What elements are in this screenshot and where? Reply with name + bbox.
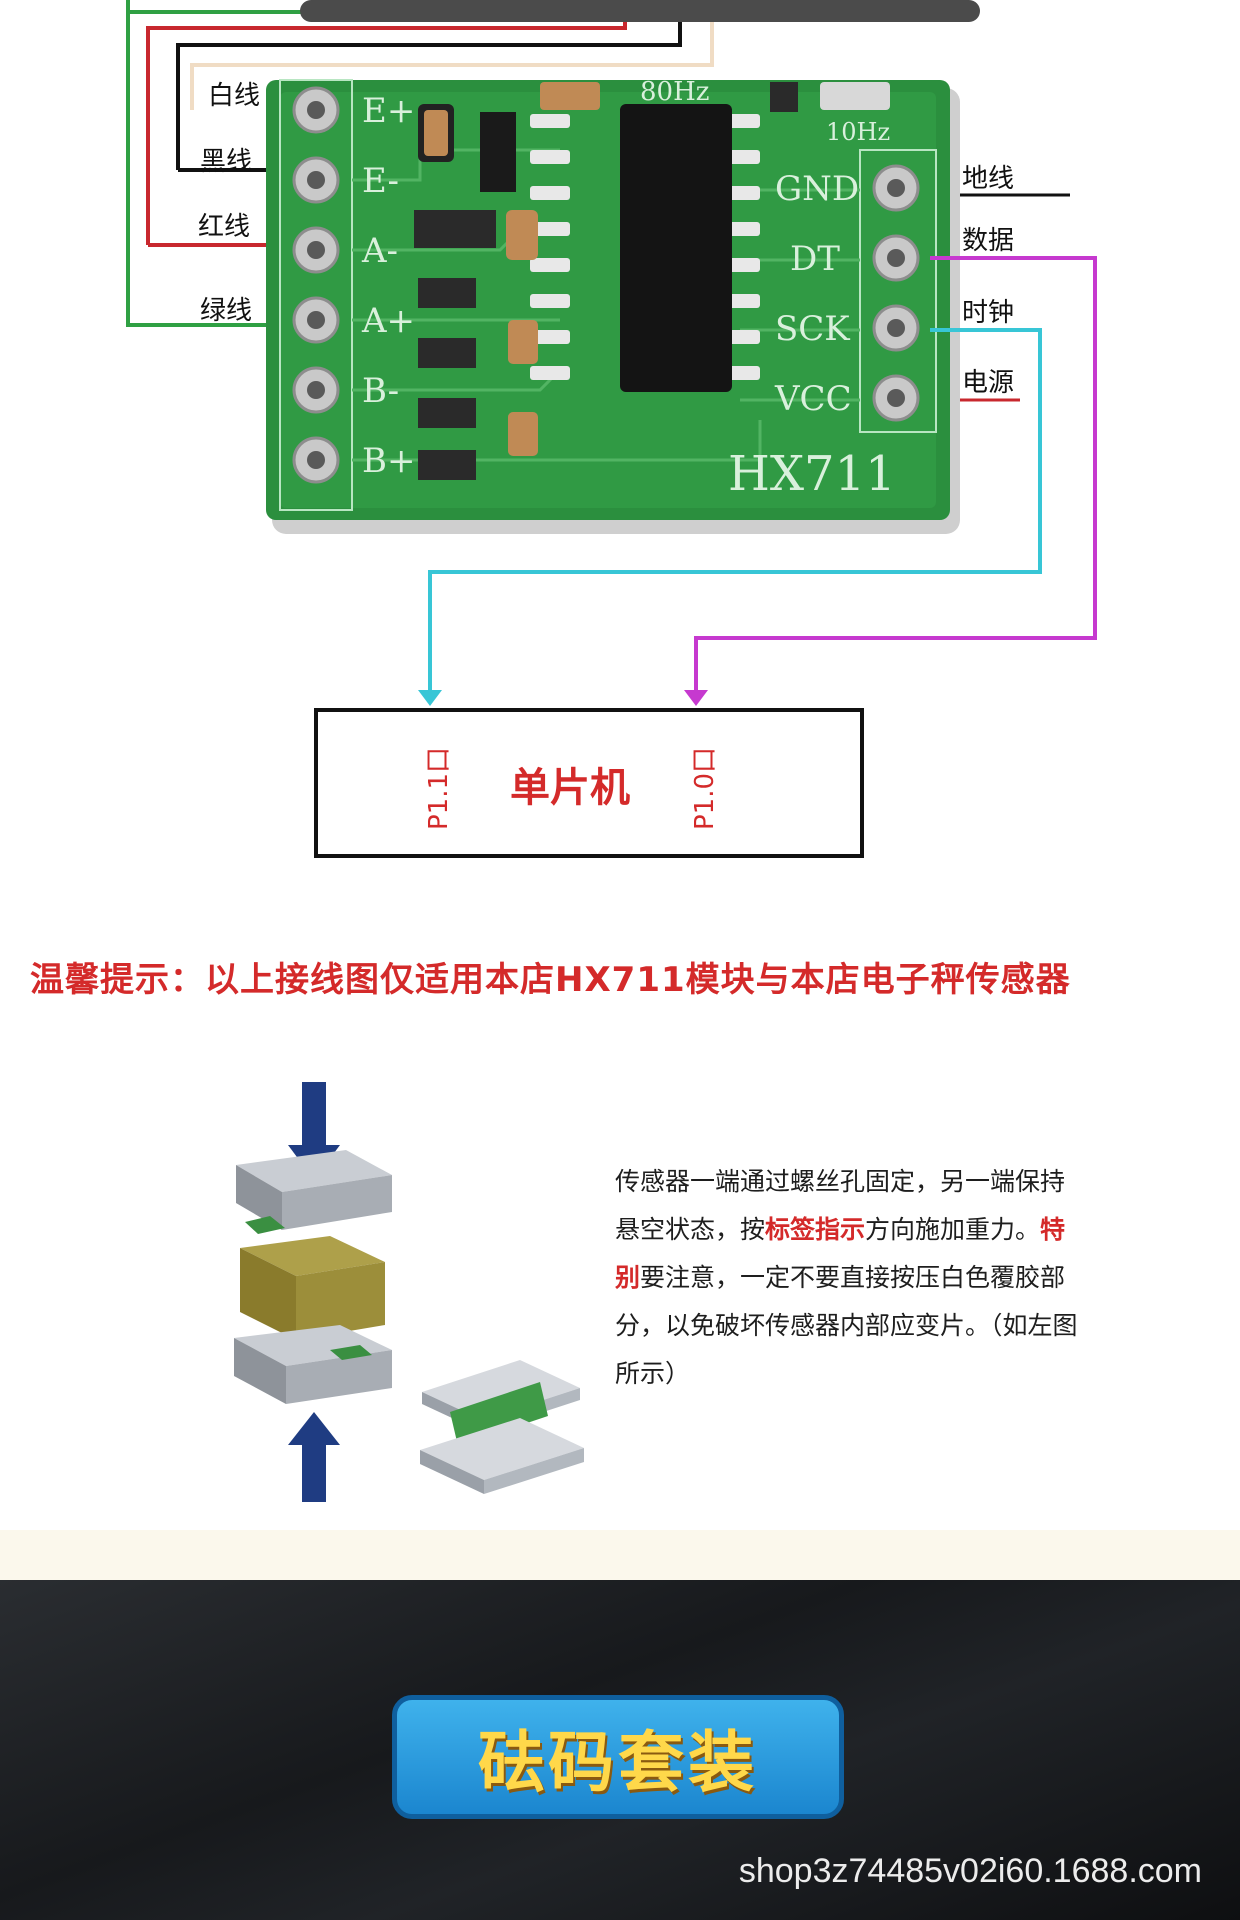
wire-label-white: 白线 [208,81,261,111]
pin-label-e-minus: E- [362,161,399,201]
instructions-text-1: 传感器一端通过螺丝孔固定，另一端保持悬空状态，按 [615,1167,1066,1244]
section-divider [0,1530,1240,1580]
instructions-highlight-1: 标签指示 [765,1215,866,1244]
wire-label-data: 数据 [962,226,1015,256]
green-wire [126,0,300,327]
pin-label-gnd: GND [775,169,859,209]
hx711-chip [480,104,760,392]
install-instructions: 传感器一端通过螺丝孔固定，另一端保持悬空状态，按标签指示方向施加重力。特别要注意… [615,1158,1085,1398]
instructions-text-3: 要注意，一定不要直接按压白色覆胶部分，以免破坏传感器内部应变片。（如左图所示） [615,1263,1078,1388]
port-p11-label: P1.1口 [424,746,454,830]
wire-label-red: 红线 [198,212,251,242]
wire-label-black: 黑线 [200,147,253,177]
right-pin-holes [859,149,937,433]
shop-url: shop3z74485v02i60.1688.com [738,1852,1202,1890]
white-wire [190,0,714,110]
pin-label-vcc: VCC [774,379,852,419]
clock-wire [428,328,1042,700]
module-name: HX711 [728,446,896,502]
mcu-title: 单片机 [510,765,630,811]
load-cell-illustration [234,1082,584,1502]
data-wire [694,256,1097,700]
clock-arrow [418,690,442,706]
pin-label-dt: DT [790,239,840,279]
weight-set-banner-label: 砝码套装 [478,1724,758,1801]
black-wire [176,0,682,170]
pin-label-a-plus: A+ [361,301,415,341]
smd-components [414,82,890,480]
wire-label-clock: 时钟 [962,298,1015,328]
weight-set-banner-button[interactable]: 砝码套装 [392,1695,844,1819]
pcb-silkscreen: E+ E- A- A+ B- B+ GND DT SCK VCC HX711 8… [361,77,896,502]
wire-label-ground: 地线 [962,164,1015,194]
mcu-box [314,708,864,858]
pin-label-b-minus: B- [362,371,399,411]
left-pin-holes [279,79,353,511]
instructions-text-2: 方向施加重力。 [865,1215,1041,1244]
wire-label-green: 绿线 [200,296,253,326]
pin-label-b-plus: B+ [362,441,415,481]
pin-label-sck: SCK [775,309,850,349]
freq-80-label: 80Hz [640,77,709,107]
freq-10-label: 10Hz [826,118,890,146]
wire-label-power: 电源 [962,368,1015,398]
pin-label-e-plus: E+ [362,91,415,131]
data-arrow [684,690,708,706]
pin-label-a-minus: A- [361,231,398,271]
instructions-highlight-2: 特别 [615,1215,1066,1292]
warm-notice: 温馨提示：以上接线图仅适用本店HX711模块与本店电子秤传感器 [30,960,1071,1000]
cable-top [300,0,980,22]
port-p10-label: P1.0口 [690,746,720,830]
